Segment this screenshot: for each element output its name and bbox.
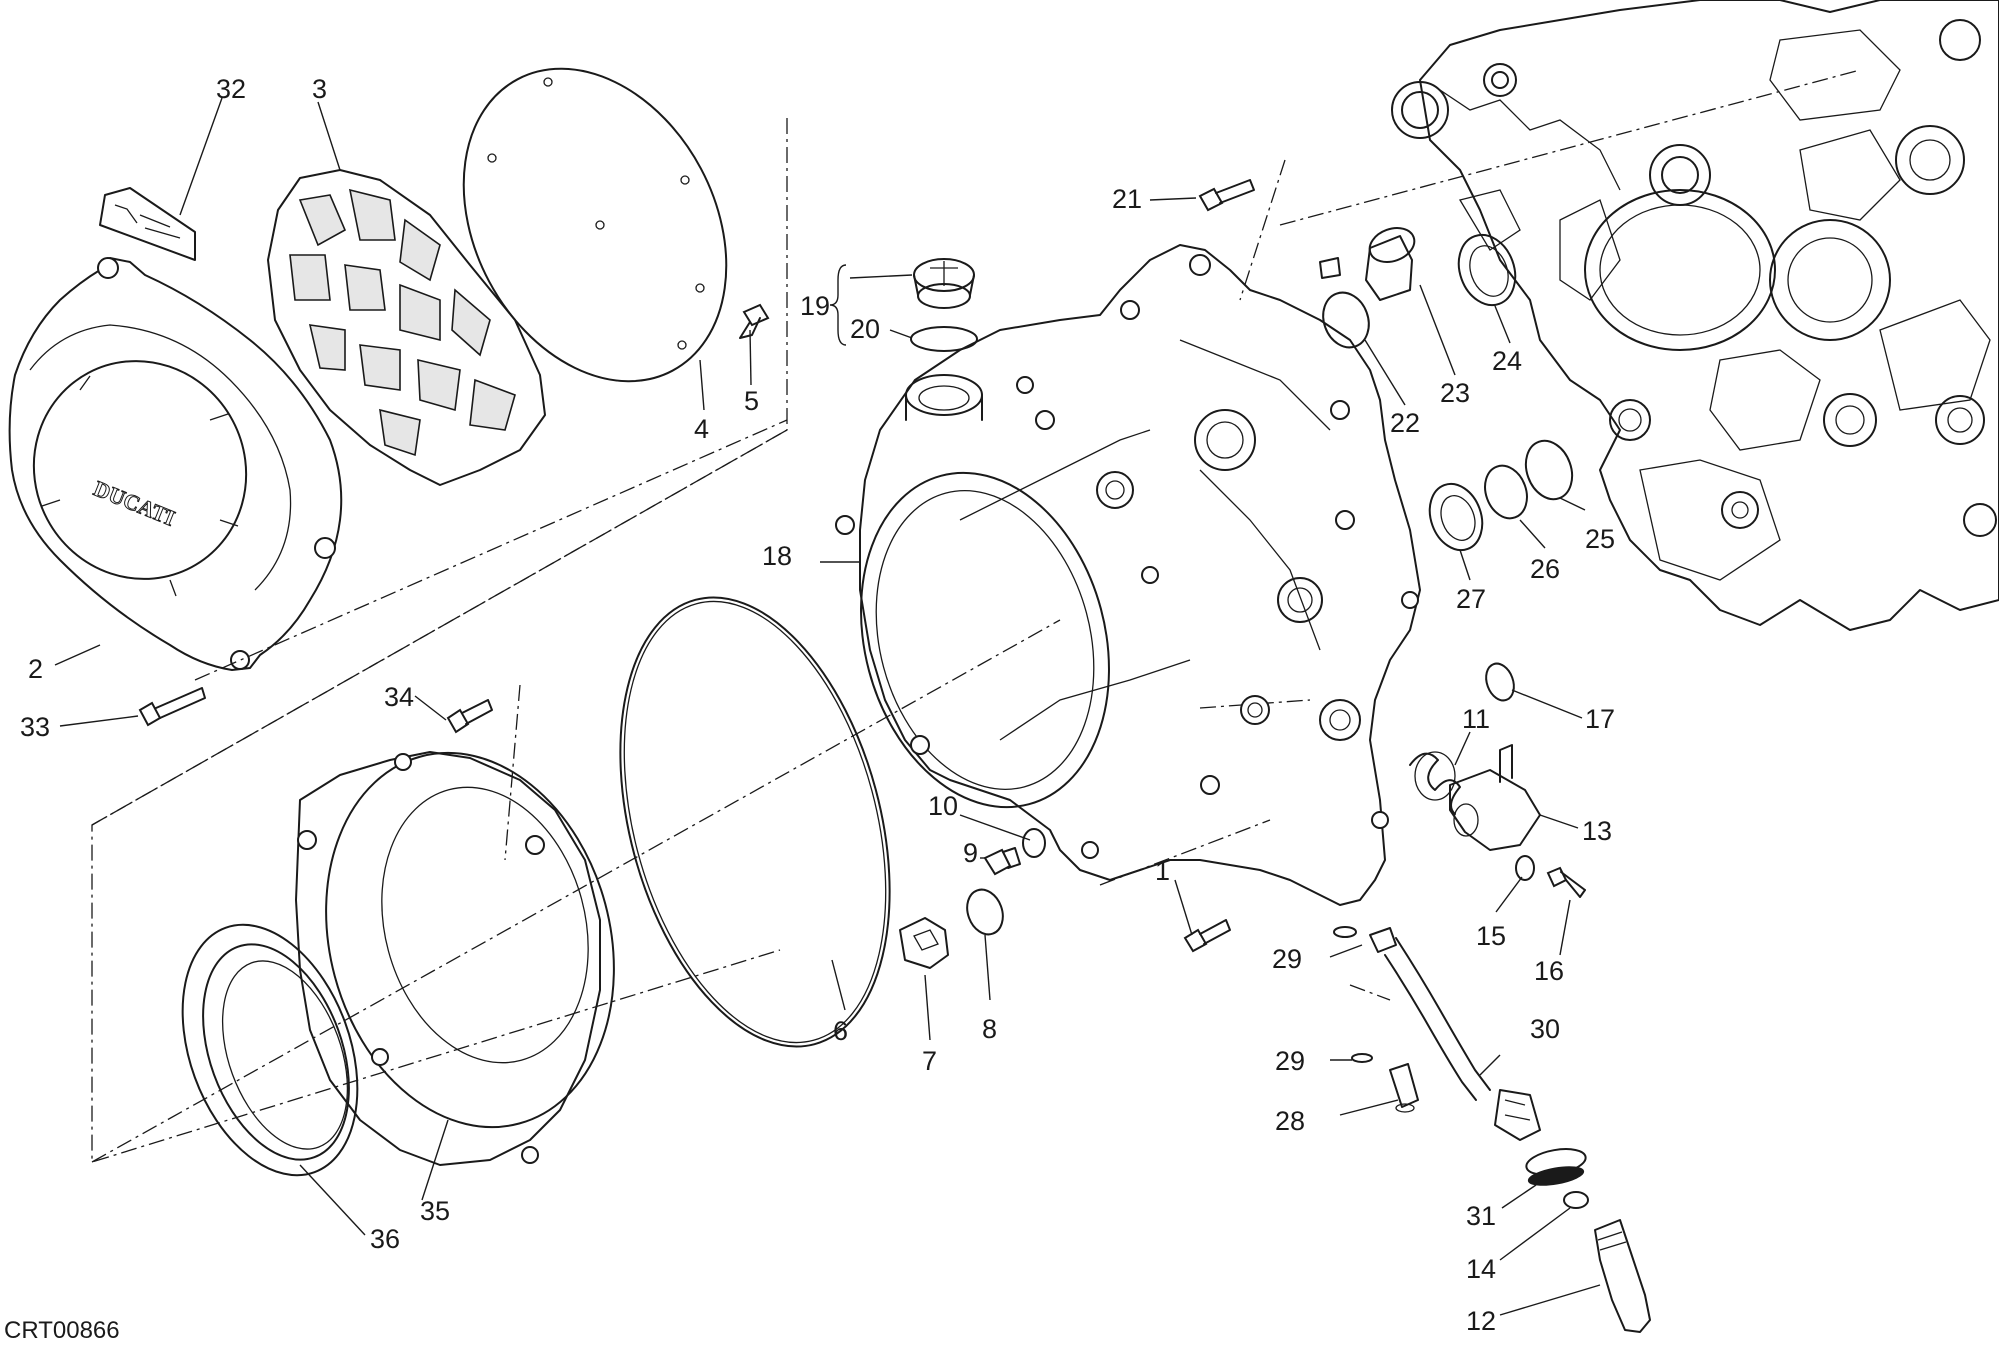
callout-36: 36 [370,1224,400,1254]
callout-16: 16 [1534,956,1564,986]
cover-logo-text: DUCATI [90,476,178,531]
callout-15: 15 [1476,921,1506,951]
callout-22: 22 [1390,408,1420,438]
callout-2: 2 [28,654,43,684]
crankcase-drawing [1391,0,1999,631]
screw-21-drawing [1198,179,1255,212]
washer-17-drawing [1485,662,1515,702]
callout-7: 7 [922,1046,937,1076]
callout-24: 24 [1492,346,1522,376]
parts-9-10-drawing [983,828,1046,876]
callout-12: 12 [1466,1306,1496,1336]
callout-14: 14 [1466,1254,1496,1284]
parts-15-16-drawing [1515,855,1586,898]
parts-22-23-24-drawing [1319,227,1517,349]
parts-25-26-27-drawing [1428,439,1574,552]
assembly-axis-line-2 [91,429,788,826]
clutch-plate-disc-drawing [462,67,728,383]
leader-lines [54,97,1601,1316]
callout-13: 13 [1582,816,1612,846]
o-ring-20-drawing [910,326,978,352]
screw-5-drawing [739,303,770,339]
callout-33: 33 [20,712,50,742]
large-seal-ring-36-drawing [181,923,359,1177]
parts-7-8-drawing [899,888,1004,969]
bolt-34-drawing [446,699,493,734]
callout-17: 17 [1585,704,1615,734]
callout-30: 30 [1530,1014,1560,1044]
callout-8: 8 [982,1014,997,1044]
spring-11-drawing [1409,751,1461,815]
breather-hose-assembly-drawing [1333,926,1651,1333]
callout-29-lower: 29 [1275,1046,1305,1076]
decal-drawing [99,187,196,261]
assembly-axis-line-21 [1239,159,1286,301]
callout-18: 18 [762,541,792,571]
callout-11: 11 [1462,704,1490,734]
clutch-cover-drawing: DUCATI [8,257,343,671]
callout-1: 1 [1155,856,1170,886]
callout-31: 31 [1466,1201,1496,1231]
assembly-axis-line-crankcase [1279,69,1861,226]
assembly-axis-line-clutch [91,619,1061,1163]
assembly-axis-frame-upper [91,118,788,1163]
callout-21: 21 [1112,184,1142,214]
callout-labels: 32 3 2 33 4 5 18 19 20 21 22 23 24 25 26… [20,74,1615,1336]
callout-34: 34 [384,682,414,712]
callout-5: 5 [744,386,759,416]
callout-9: 9 [963,838,978,868]
callout-25: 25 [1585,524,1615,554]
large-o-ring-6-drawing [619,596,891,1048]
screw-1-drawing [1183,919,1231,953]
callout-20: 20 [850,314,880,344]
assembly-axis-line-33 [194,419,788,681]
callout-29-upper: 29 [1272,944,1302,974]
assembly-axis-line-29 [1349,984,1391,1001]
callout-32: 32 [216,74,246,104]
callout-6: 6 [833,1016,848,1046]
clutch-housing-cover-drawing [295,751,615,1166]
callout-19: 19 [800,291,830,321]
callout-26: 26 [1530,554,1560,584]
pressure-plate-drawing [267,169,546,486]
callout-10: 10 [928,791,958,821]
callout-28: 28 [1275,1106,1305,1136]
callout-23: 23 [1440,378,1470,408]
filler-cap-19-drawing [913,258,975,309]
callout-4: 4 [694,414,709,444]
diagram-code: CRT00866 [4,1317,120,1344]
callout-27: 27 [1456,584,1486,614]
callout-3: 3 [312,74,327,104]
sensor-13-drawing [1449,744,1541,851]
main-cover-18-drawing [835,244,1421,906]
callout-35: 35 [420,1196,450,1226]
assembly-axis-line-13 [1199,699,1311,709]
bolt-33-drawing [138,687,206,727]
